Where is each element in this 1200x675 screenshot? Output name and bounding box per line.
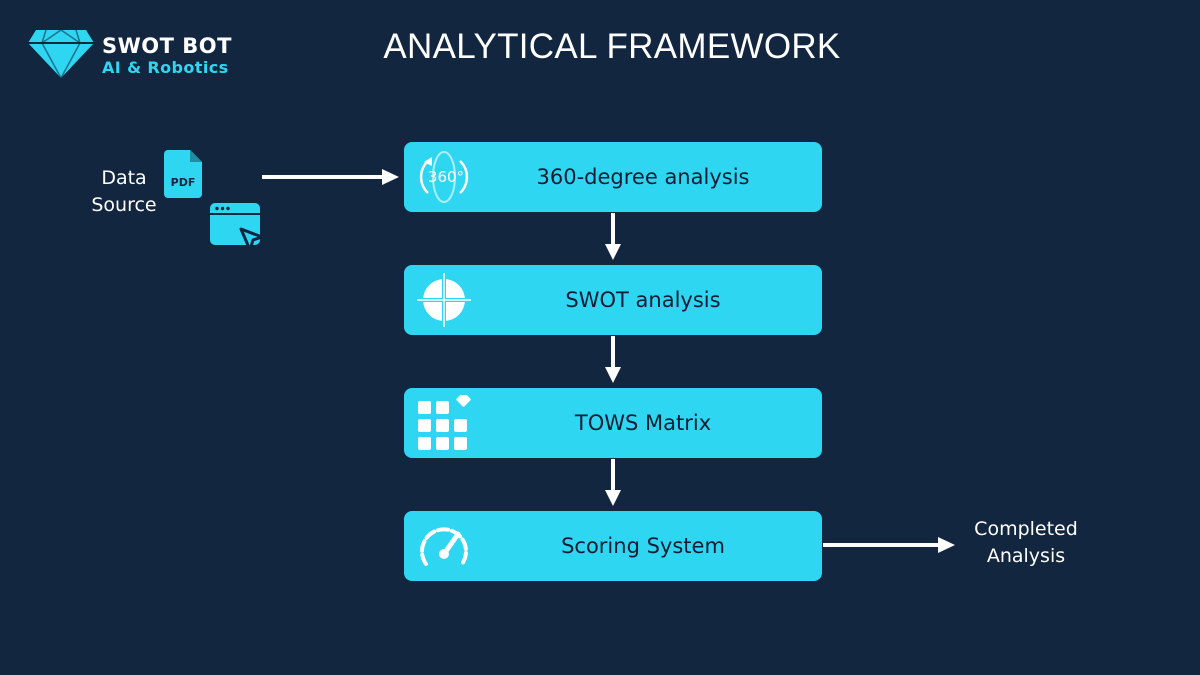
- step-scoring-system: Scoring System: [404, 511, 822, 581]
- speedometer-gauge-icon: [420, 527, 468, 566]
- step-360-degree-analysis: 360° 360-degree analysis: [404, 142, 822, 212]
- completed-analysis-label-line: Analysis: [986, 545, 1066, 567]
- step-tows-matrix: TOWS Matrix: [404, 388, 822, 458]
- arrow-scoring-to-output: [823, 537, 955, 553]
- data-source-label-line: Data: [101, 167, 147, 189]
- pdf-badge-text: PDF: [171, 176, 196, 189]
- arrow-swot-to-tows: [605, 336, 621, 383]
- completed-analysis-label: Completed Analysis: [960, 516, 1092, 570]
- data-source-label: Data Source: [84, 165, 164, 219]
- step-label: Scoring System: [561, 534, 725, 558]
- browser-window-cursor-icon: [210, 203, 264, 252]
- 360-icon-text: 360°: [428, 168, 464, 186]
- pdf-file-icon: PDF: [164, 150, 202, 198]
- quadrant-circle-icon: [417, 273, 471, 327]
- brand-name: SWOT BOT: [102, 34, 232, 58]
- diamond-logo-icon: [28, 29, 94, 80]
- page-title: ANALYTICAL FRAMEWORK: [383, 27, 841, 66]
- arrow-360-to-swot: [605, 213, 621, 260]
- data-source-label-line: Source: [91, 194, 157, 216]
- 360-rotation-icon: 360°: [419, 151, 469, 203]
- grid-matrix-icon: [418, 395, 471, 450]
- step-label: SWOT analysis: [565, 288, 721, 312]
- step-label: 360-degree analysis: [536, 165, 750, 189]
- arrow-tows-to-scoring: [605, 459, 621, 506]
- brand-logo: SWOT BOT AI & Robotics: [26, 28, 266, 84]
- arrow-source-to-360: [262, 169, 399, 185]
- step-label: TOWS Matrix: [574, 411, 712, 435]
- brand-tagline: AI & Robotics: [102, 58, 229, 77]
- step-swot-analysis: SWOT analysis: [404, 265, 822, 335]
- completed-analysis-label-line: Completed: [974, 518, 1078, 540]
